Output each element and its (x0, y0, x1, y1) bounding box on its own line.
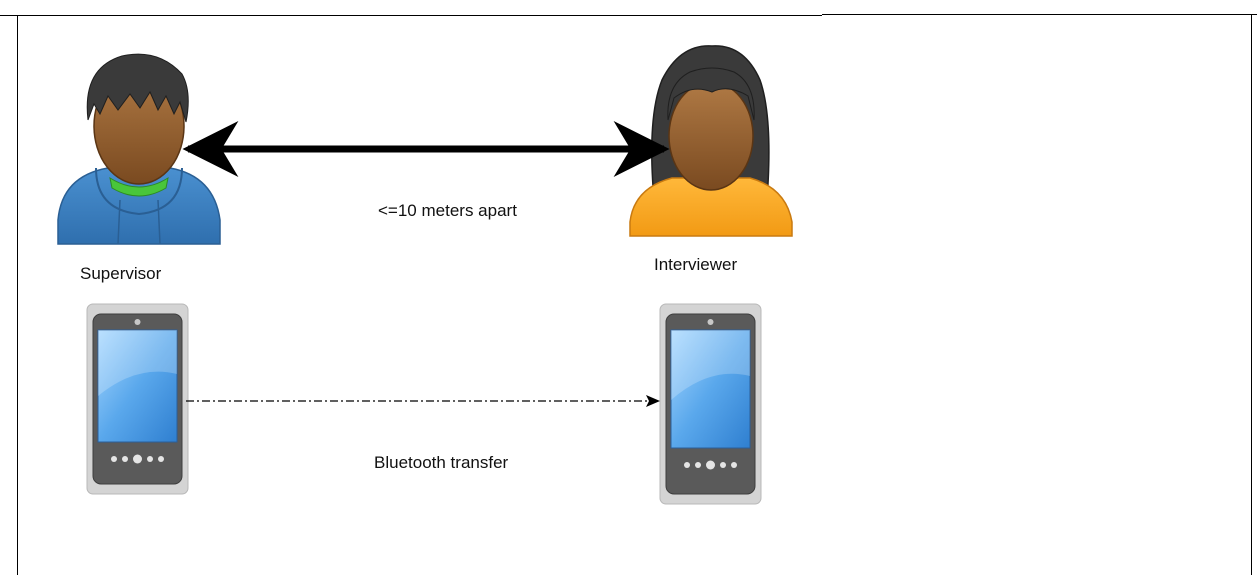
interviewer-label: Interviewer (654, 255, 738, 274)
distance-label: <=10 meters apart (378, 201, 517, 220)
diagram-frame (0, 14, 1257, 575)
smartphone-icon (86, 303, 189, 495)
supervisor-avatar-icon (57, 53, 221, 245)
interviewer-avatar-icon (629, 45, 793, 237)
supervisor-label: Supervisor (80, 264, 162, 283)
smartphone-icon (659, 303, 762, 505)
transfer-label: Bluetooth transfer (374, 453, 509, 472)
transfer-arrowhead (646, 395, 660, 407)
